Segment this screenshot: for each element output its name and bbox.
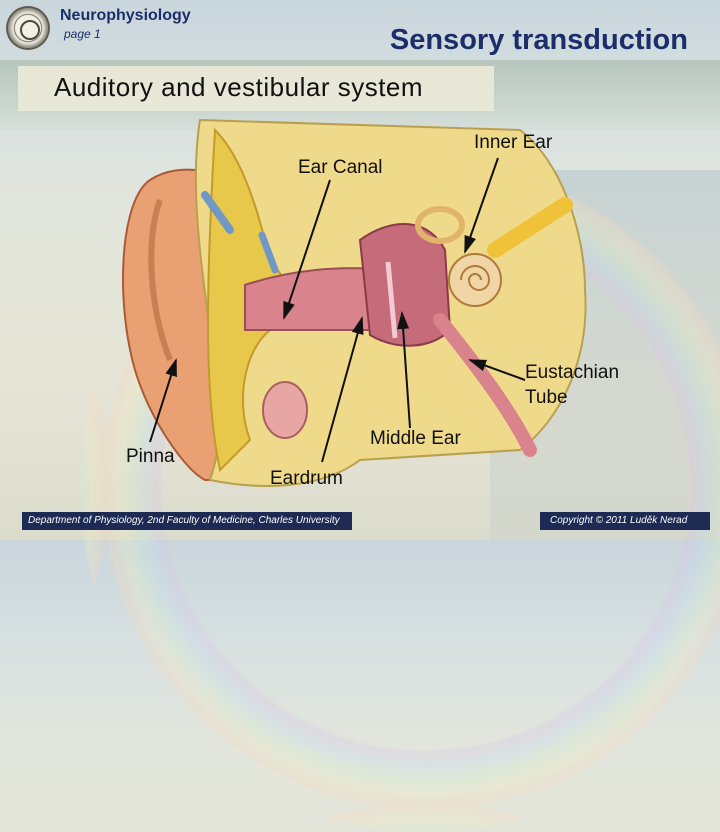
page-number: page 1	[64, 27, 101, 41]
seal-center	[20, 20, 40, 40]
slide-header: Neurophysiology page 1 Sensory transduct…	[0, 0, 720, 58]
semicircular-canal	[415, 206, 465, 244]
eardrum-membrane	[385, 261, 398, 339]
footer-department: Department of Physiology, 2nd Faculty of…	[22, 512, 352, 530]
cochlea-spiral	[460, 265, 491, 291]
label-middle-ear: Middle Ear	[370, 428, 461, 449]
eustachian-tube	[433, 313, 537, 457]
pointer-eardrum	[321, 316, 364, 463]
section-title: Auditory and vestibular system	[54, 72, 424, 102]
label-pinna: Pinna	[126, 446, 175, 467]
label-eustachian-2: Tube	[525, 387, 568, 408]
pointer-middle-ear	[397, 311, 411, 429]
ear-anatomy-diagram	[122, 118, 587, 487]
cochlea	[448, 253, 502, 307]
middle-ear-cavity	[358, 223, 452, 347]
university-seal-icon	[8, 8, 48, 48]
label-ear-canal: Ear Canal	[298, 157, 383, 178]
pointer-pinna	[149, 358, 177, 443]
blood-vessel	[201, 191, 234, 234]
pointer-ear-canal	[283, 179, 331, 320]
course-title: Neurophysiology	[60, 7, 191, 24]
pinna-fold	[148, 198, 173, 362]
label-eardrum: Eardrum	[270, 468, 343, 489]
label-inner-ear: Inner Ear	[474, 132, 553, 153]
auditory-nerve	[487, 197, 573, 258]
blood-vessel	[258, 231, 279, 274]
section-title-box	[18, 66, 494, 111]
pointer-inner-ear	[464, 157, 499, 254]
gland	[262, 381, 308, 439]
topic-title: Sensory transduction	[389, 24, 688, 56]
pointer-eustachian	[468, 359, 526, 381]
footer-copyright: Copyright © 2011 Luděk Nerad	[540, 512, 710, 530]
label-eustachian-1: Eustachian	[525, 362, 620, 383]
